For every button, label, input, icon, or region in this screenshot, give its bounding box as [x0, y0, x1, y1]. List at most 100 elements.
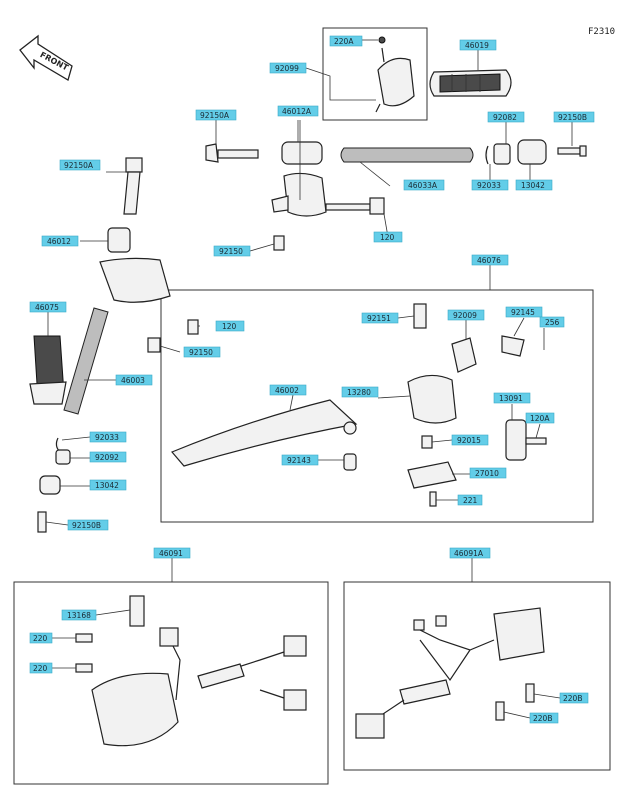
svg-text:92033: 92033	[477, 181, 501, 190]
right-switch-housing-part	[355, 607, 545, 739]
throttle-pulley-part	[375, 36, 415, 113]
label-92092: 92092	[89, 451, 127, 463]
left-switch-box	[13, 581, 329, 785]
right-switch-box	[343, 581, 611, 771]
svg-text:92150: 92150	[189, 348, 213, 357]
svg-text:13168: 13168	[67, 611, 91, 620]
handlebar-holder-a-part	[281, 141, 323, 165]
label-46091a: 46091A	[449, 547, 491, 559]
svg-text:46003: 46003	[121, 376, 145, 385]
lever-assembly-box	[160, 289, 594, 523]
svg-text:46012: 46012	[47, 237, 71, 246]
label-92145: 92145	[505, 306, 543, 318]
svg-text:221: 221	[463, 496, 478, 505]
label-220a-top: 220A	[329, 35, 363, 47]
master-cylinder-part	[343, 303, 547, 507]
brake-lever-46002-part	[171, 399, 358, 467]
label-46012: 46012	[41, 235, 79, 247]
label-46075: 46075	[29, 301, 67, 313]
svg-text:46012A: 46012A	[282, 107, 312, 116]
svg-text:120: 120	[222, 322, 237, 331]
label-46091: 46091	[153, 547, 191, 559]
left-end-parts	[37, 437, 71, 533]
label-92015: 92015	[451, 434, 489, 446]
svg-text:220A: 220A	[334, 37, 354, 46]
svg-text:92099: 92099	[275, 64, 299, 73]
label-46003: 46003	[115, 374, 153, 386]
label-13042-top: 13042	[515, 179, 553, 191]
svg-text:92150A: 92150A	[200, 111, 230, 120]
label-46002: 46002	[269, 384, 307, 396]
svg-text:120: 120	[380, 233, 395, 242]
label-92150: 92150	[213, 245, 251, 257]
label-120-mid: 120	[215, 320, 245, 332]
label-92009: 92009	[447, 309, 485, 321]
label-92151: 92151	[361, 312, 399, 324]
label-220-first: 220	[29, 632, 53, 644]
left-holder-46012-part	[99, 227, 199, 353]
svg-text:46075: 46075	[35, 303, 59, 312]
svg-text:220: 220	[33, 664, 48, 673]
label-27010: 27010	[469, 467, 507, 479]
svg-text:46019: 46019	[465, 41, 489, 50]
left-switch-housing-part	[75, 595, 307, 747]
label-221: 221	[457, 494, 483, 506]
label-13280: 13280	[341, 386, 379, 398]
svg-text:92151: 92151	[367, 314, 391, 323]
label-92150-c: 92150	[183, 346, 221, 358]
label-220b-first: 220B	[559, 692, 589, 704]
label-120a: 120A	[525, 412, 555, 424]
handlebar-tube-a-part	[340, 147, 474, 163]
svg-text:92015: 92015	[457, 436, 481, 445]
svg-text:46091A: 46091A	[454, 549, 484, 558]
svg-text:13280: 13280	[347, 388, 371, 397]
svg-text:220B: 220B	[563, 694, 582, 703]
label-46019: 46019	[459, 39, 497, 51]
svg-text:92150B: 92150B	[72, 521, 101, 530]
svg-text:92150: 92150	[219, 247, 243, 256]
figure-code: F2310	[588, 27, 615, 37]
label-13091: 13091	[493, 392, 531, 404]
svg-text:92092: 92092	[95, 453, 119, 462]
end-weight-cap-part	[517, 139, 547, 165]
svg-text:92150A: 92150A	[64, 161, 94, 170]
svg-text:46033A: 46033A	[408, 181, 438, 190]
left-handlebar-46003-part	[63, 307, 109, 415]
svg-text:13042: 13042	[521, 181, 545, 190]
label-220b-second: 220B	[529, 712, 559, 724]
label-13042-low: 13042	[89, 479, 127, 491]
svg-text:46091: 46091	[159, 549, 183, 558]
clamp-lower-a-part	[271, 172, 385, 251]
label-46033a: 46033A	[403, 179, 445, 191]
label-120-top: 120	[373, 231, 403, 243]
svg-text:120A: 120A	[530, 414, 550, 423]
svg-text:92150B: 92150B	[558, 113, 587, 122]
throttle-grip-part	[429, 69, 512, 97]
left-bolt-92150a-part	[123, 157, 143, 215]
label-256: 256	[539, 316, 565, 328]
svg-text:13042: 13042	[95, 481, 119, 490]
label-13168: 13168	[61, 609, 97, 621]
left-grip-46075-part	[29, 335, 67, 405]
svg-text:92033: 92033	[95, 433, 119, 442]
bolt-92150b-top-part	[557, 145, 587, 157]
svg-text:92009: 92009	[453, 311, 477, 320]
leader-lines	[45, 39, 573, 719]
svg-text:13091: 13091	[499, 394, 523, 403]
label-92099: 92099	[269, 62, 307, 74]
weight-spacer-part	[485, 143, 511, 165]
label-46076: 46076	[471, 254, 509, 266]
svg-text:92082: 92082	[493, 113, 517, 122]
front-arrow-icon: FRONT	[19, 34, 73, 81]
svg-text:256: 256	[545, 318, 560, 327]
svg-text:46076: 46076	[477, 256, 501, 265]
label-220-second: 220	[29, 662, 53, 674]
label-92150b-low: 92150B	[67, 519, 109, 531]
label-92150a-top: 92150A	[195, 109, 237, 121]
label-92033-low: 92033	[89, 431, 127, 443]
label-92033-top: 92033	[471, 179, 509, 191]
label-92143: 92143	[281, 454, 319, 466]
bolt-92150a-top-part	[205, 143, 259, 163]
svg-text:220: 220	[33, 634, 48, 643]
